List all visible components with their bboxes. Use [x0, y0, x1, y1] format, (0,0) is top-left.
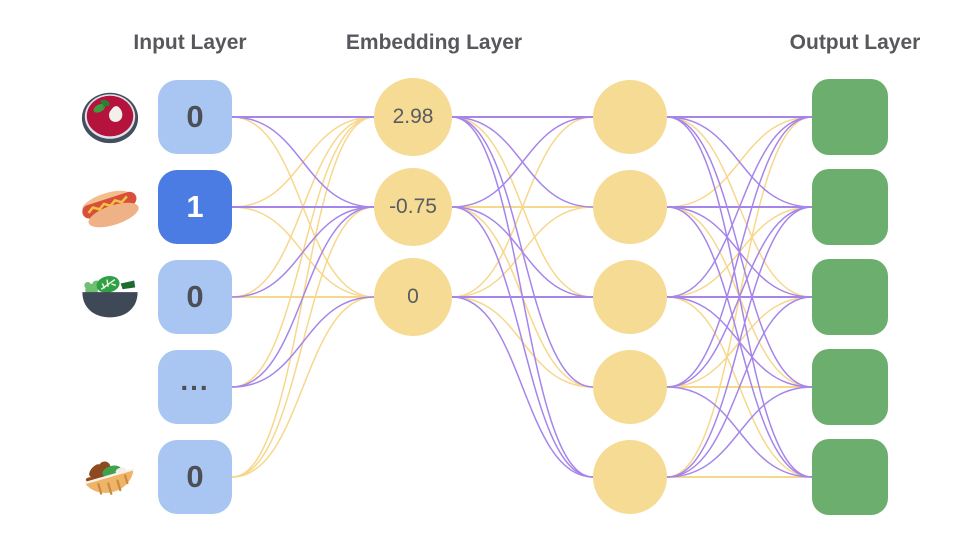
- edge: [231, 206, 375, 388]
- input-layer-header: Input Layer: [133, 31, 247, 54]
- embedding-node: 0: [374, 258, 452, 336]
- input-node: 0: [158, 260, 232, 334]
- edge: [666, 116, 813, 388]
- input-node: 0: [158, 80, 232, 154]
- input-node-value: ...: [180, 365, 210, 396]
- edge: [451, 206, 594, 478]
- edge: [451, 296, 594, 478]
- edge: [451, 116, 594, 208]
- edge: [666, 206, 813, 478]
- input-node-value: 1: [186, 189, 204, 224]
- input-node-value: 0: [186, 99, 204, 134]
- input-node-value: 0: [186, 279, 204, 314]
- hidden-node: [593, 350, 667, 424]
- input-node: 0: [158, 440, 232, 514]
- edge: [666, 116, 813, 208]
- edge: [231, 296, 375, 478]
- input-node-value: 0: [186, 459, 204, 494]
- embedding-node-value: 2.98: [392, 105, 434, 128]
- output-node: [812, 169, 888, 245]
- output-node: [812, 79, 888, 155]
- stuffed-flatbread-icon: [79, 446, 141, 508]
- hidden-node: [593, 440, 667, 514]
- embedding-node-value: -0.75: [389, 195, 437, 218]
- edge: [231, 116, 375, 208]
- embedding-node-value: 0: [407, 285, 419, 308]
- output-node: [812, 349, 888, 425]
- input-node: 1: [158, 170, 232, 244]
- salad-icon: [79, 266, 141, 328]
- edge: [666, 116, 813, 298]
- output-node: [812, 259, 888, 335]
- hot-dog-icon: [79, 176, 141, 238]
- edge: [231, 206, 375, 298]
- embedding-layer-header: Embedding Layer: [345, 31, 523, 54]
- edge: [666, 296, 813, 478]
- edge: [666, 206, 813, 388]
- hidden-node: [593, 80, 667, 154]
- embedding-node: 2.98: [374, 78, 452, 156]
- hidden-node: [593, 260, 667, 334]
- edge: [451, 116, 594, 298]
- edge: [231, 296, 375, 388]
- hidden-node: [593, 170, 667, 244]
- input-node: ...: [158, 350, 232, 424]
- output-node: [812, 439, 888, 515]
- edge: [666, 386, 813, 478]
- output-layer-header: Output Layer: [789, 31, 921, 54]
- embedding-node: -0.75: [374, 168, 452, 246]
- borscht-icon: [79, 86, 141, 148]
- edge: [451, 206, 594, 298]
